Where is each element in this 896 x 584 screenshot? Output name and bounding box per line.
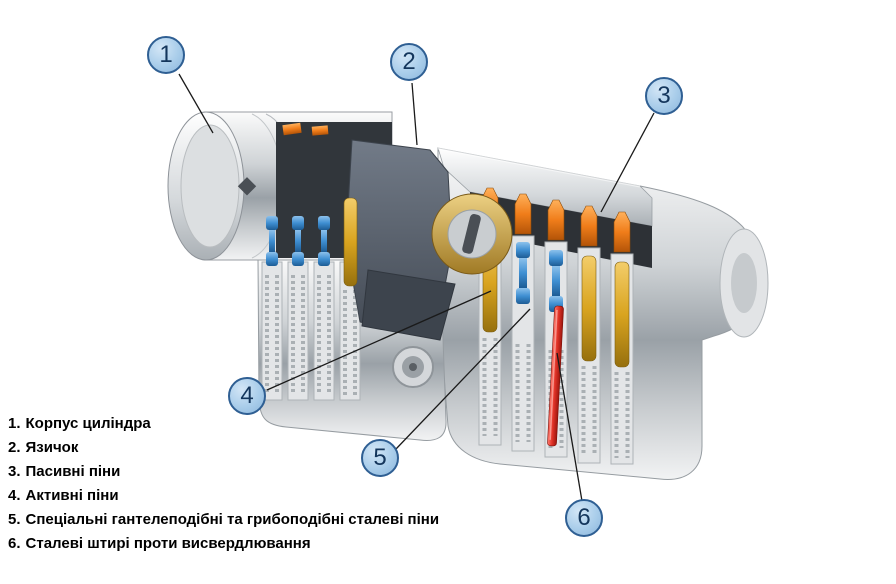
legend: 1.Корпус циліндра 2.Язичок 3.Пасивні пін…: [8, 412, 439, 556]
pin-stacks-right: [478, 187, 634, 465]
legend-item-number: 1.: [8, 415, 21, 432]
callout-6: 6: [565, 499, 603, 537]
cam-tab: [345, 139, 456, 341]
legend-item-2: 2.Язичок: [8, 436, 439, 460]
legend-item-label: Сталеві штирі проти висвердлювання: [25, 535, 311, 552]
leader-line-3: [600, 112, 655, 213]
screw-hole: [392, 346, 434, 388]
callout-2: 2: [390, 43, 428, 81]
legend-item-number: 6.: [8, 535, 21, 552]
legend-item-number: 2.: [8, 439, 21, 456]
leader-line-6: [556, 352, 583, 502]
callout-1: 1: [147, 36, 185, 74]
legend-item-label: Язичок: [25, 439, 79, 456]
callout-4: 4: [228, 377, 266, 415]
callout-3: 3: [645, 77, 683, 115]
callout-5: 5: [361, 439, 399, 477]
spool-pin: [292, 216, 304, 266]
legend-item-label: Корпус циліндра: [25, 415, 151, 432]
legend-item-1: 1.Корпус циліндра: [8, 412, 439, 436]
rotor-plug: [431, 193, 513, 275]
spool-pin: [318, 216, 330, 266]
spool-pin: [516, 242, 530, 304]
legend-item-4: 4.Активні піни: [8, 484, 439, 508]
legend-item-label: Активні піни: [25, 487, 119, 504]
legend-item-3: 3.Пасивні піни: [8, 460, 439, 484]
leader-line-1: [178, 73, 214, 134]
leader-line-4: [266, 290, 492, 391]
legend-item-number: 4.: [8, 487, 21, 504]
anti-drill-pin: [547, 305, 564, 447]
legend-item-5: 5.Спеціальні гантелеподібні та грибоподі…: [8, 508, 439, 532]
legend-item-6: 6.Сталеві штирі проти висвердлювання: [8, 532, 439, 556]
leader-line-2: [411, 82, 418, 146]
legend-item-label: Спеціальні гантелеподібні та грибоподібн…: [25, 511, 440, 528]
legend-item-number: 5.: [8, 511, 21, 528]
leader-lines: [178, 73, 655, 502]
legend-item-label: Пасивні піни: [25, 463, 121, 480]
leader-line-5: [395, 308, 531, 450]
spool-pin: [266, 216, 278, 266]
legend-item-number: 3.: [8, 463, 21, 480]
pin-stacks-left: [266, 197, 358, 287]
